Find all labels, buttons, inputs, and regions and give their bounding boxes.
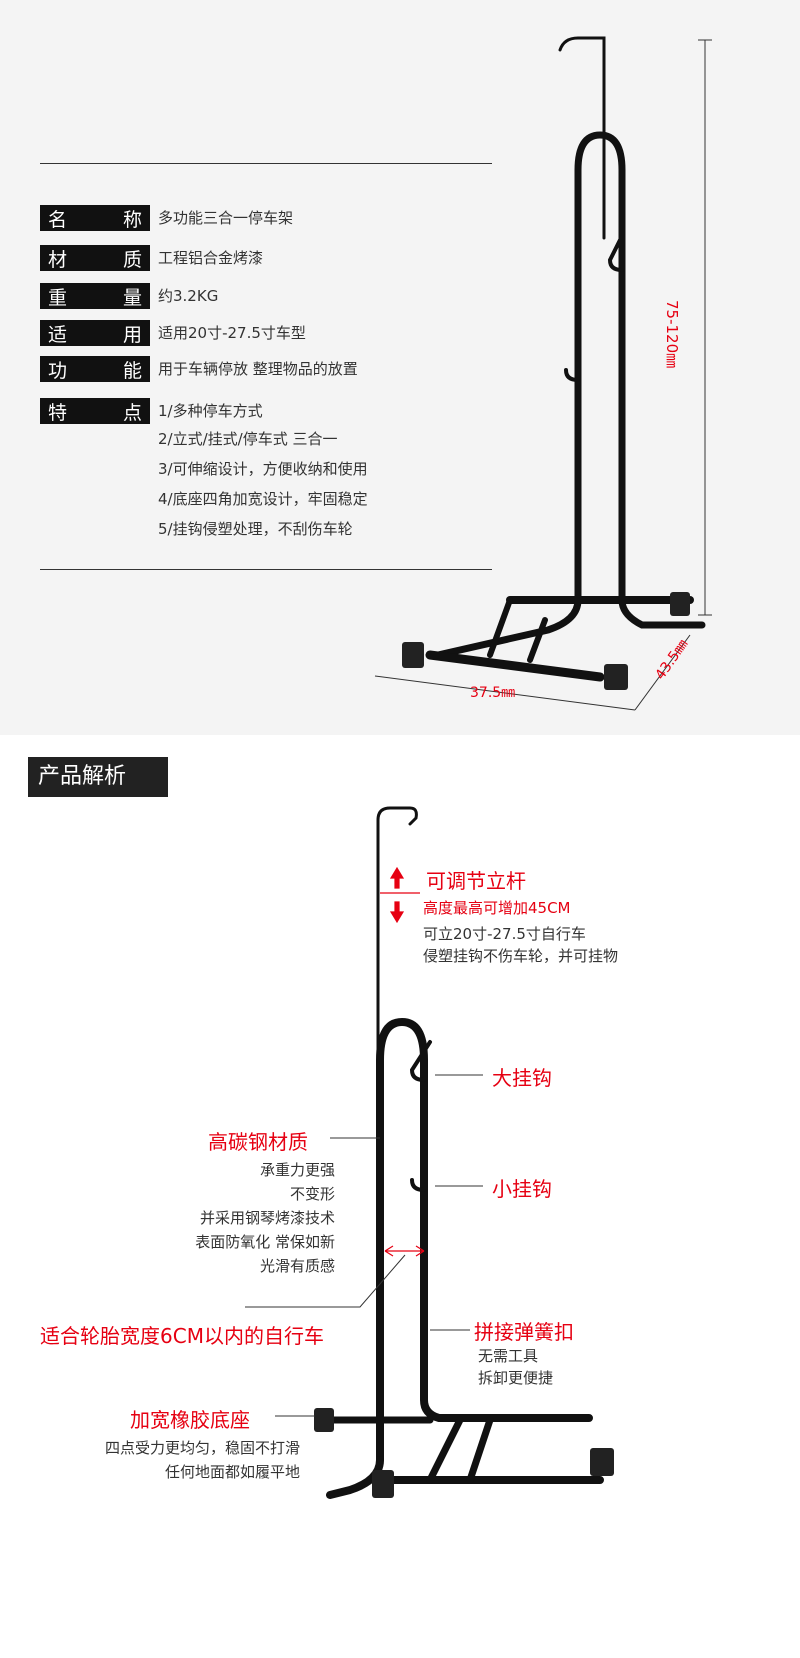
pole-line: 可立20寸-27.5寸自行车: [423, 925, 586, 943]
dimension-height: 75-120㎜: [663, 300, 681, 369]
feature-5: 5/挂钩侵塑处理，不刮伤车轮: [158, 520, 353, 538]
tire-label: 适合轮胎宽度6CM以内的自行车: [40, 1324, 324, 1348]
spec-label-char: 称: [122, 208, 142, 231]
steel-line: 并采用钢琴烤漆技术: [199, 1209, 335, 1227]
spec-label-char: 量: [122, 286, 142, 309]
divider: [40, 163, 492, 164]
spring-line: 无需工具: [478, 1347, 539, 1365]
spec-label: 功能: [40, 356, 150, 382]
spec-value: 1/多种停车方式: [158, 402, 263, 420]
steel-line: 不变形: [289, 1185, 335, 1203]
divider: [40, 569, 492, 570]
steel-line: 表面防氧化 常保如新: [195, 1233, 335, 1251]
steel-line: 承重力更强: [259, 1161, 335, 1179]
spec-label-char: 点: [122, 401, 142, 424]
section-title: 产品解析: [28, 757, 168, 797]
pole-red: 高度最高可增加45CM: [423, 899, 571, 917]
small-hook-label: 小挂钩: [492, 1177, 552, 1201]
spec-label-char: 用: [122, 323, 142, 346]
base-lines: 四点受力更均匀，稳固不打滑 任何地面都如履平地: [105, 1436, 300, 1484]
spec-label-char: 材: [48, 248, 68, 271]
steel-lines: 承重力更强 不变形 并采用钢琴烤漆技术 表面防氧化 常保如新 光滑有质感: [195, 1158, 335, 1278]
base-line: 任何地面都如履平地: [164, 1463, 300, 1481]
spec-value: 适用20寸-27.5寸车型: [158, 324, 306, 342]
steel-title: 高碳钢材质: [208, 1130, 308, 1154]
spec-label-char: 重: [48, 286, 68, 309]
spec-label: 适用: [40, 320, 150, 346]
spec-label-char: 适: [48, 323, 68, 346]
spec-label-char: 能: [122, 359, 142, 382]
base-title: 加宽橡胶底座: [130, 1408, 250, 1432]
spec-label: 名称: [40, 205, 150, 231]
dimension-width: 37.5㎜: [470, 685, 516, 701]
pole-line: 侵塑挂钩不伤车轮，并可挂物: [423, 947, 619, 965]
feature-4: 4/底座四角加宽设计，牢固稳定: [158, 490, 368, 508]
feature-2: 2/立式/挂式/停车式 三合一: [158, 430, 338, 448]
spring-line: 拆卸更便捷: [478, 1369, 554, 1387]
spec-label-char: 功: [48, 359, 68, 382]
spec-label-char: 质: [122, 248, 142, 271]
spec-value: 多功能三合一停车架: [158, 209, 294, 227]
base-line: 四点受力更均匀，稳固不打滑: [104, 1439, 300, 1457]
big-hook-label: 大挂钩: [492, 1066, 552, 1090]
feature-3: 3/可伸缩设计，方便收纳和使用: [158, 460, 368, 478]
steel-line: 光滑有质感: [259, 1257, 335, 1275]
spec-value: 工程铝合金烤漆: [158, 249, 264, 267]
spec-label: 重量: [40, 283, 150, 309]
spec-label: 材质: [40, 245, 150, 271]
spec-value: 约3.2KG: [158, 287, 219, 305]
spec-label-char: 名: [48, 208, 68, 231]
spec-label: 特点: [40, 398, 150, 424]
spec-value: 用于车辆停放 整理物品的放置: [158, 360, 358, 378]
pole-title: 可调节立杆: [426, 869, 526, 893]
spring-title: 拼接弹簧扣: [474, 1320, 574, 1344]
spec-label-char: 特: [48, 401, 68, 424]
